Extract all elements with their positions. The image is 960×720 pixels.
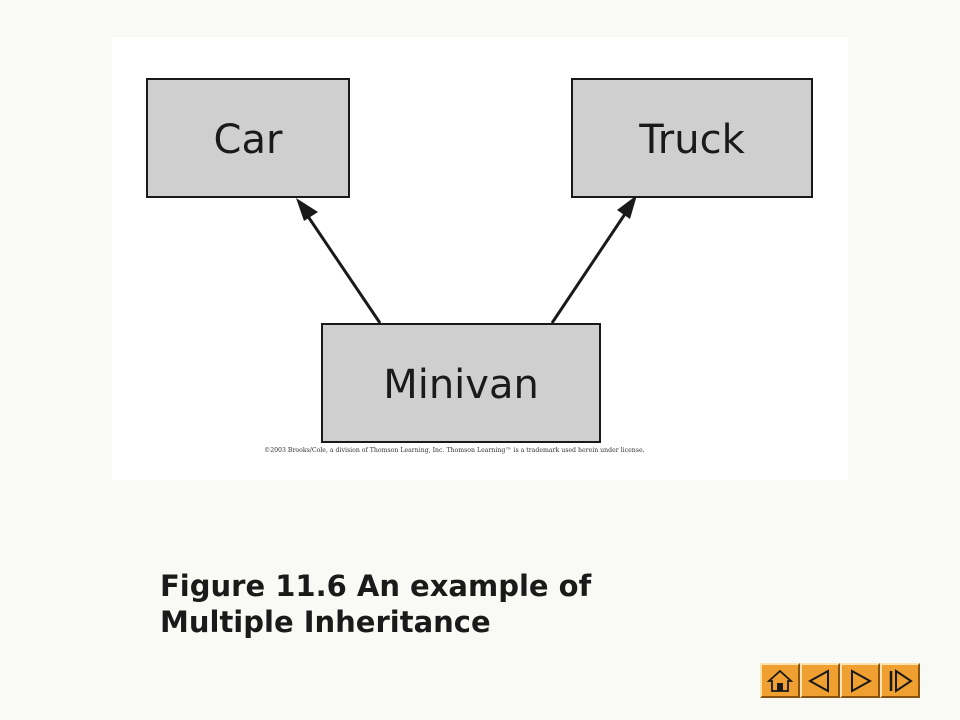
next-slide-button[interactable] bbox=[880, 663, 920, 698]
first-icon bbox=[807, 668, 829, 693]
next-icon bbox=[889, 668, 913, 693]
node-truck: Truck bbox=[571, 78, 813, 198]
node-label-minivan: Minivan bbox=[383, 362, 539, 408]
edge-minivan-car bbox=[301, 208, 382, 324]
caption-line-2: Multiple Inheritance bbox=[160, 605, 491, 639]
previous-icon bbox=[851, 668, 873, 693]
figure-panel: Car Truck Minivan ©2003 Brooks/Cole, a d… bbox=[112, 37, 848, 480]
node-car: Car bbox=[146, 78, 350, 198]
first-slide-button[interactable] bbox=[800, 663, 840, 698]
arrow-head-car bbox=[296, 198, 318, 221]
arrow-head-truck bbox=[617, 195, 637, 219]
copyright-notice: ©2003 Brooks/Cole, a division of Thomson… bbox=[264, 447, 645, 454]
edge-minivan-truck bbox=[550, 204, 633, 324]
home-icon bbox=[766, 669, 794, 692]
node-label-car: Car bbox=[214, 117, 283, 163]
inheritance-diagram: Car Truck Minivan ©2003 Brooks/Cole, a d… bbox=[146, 78, 813, 454]
home-button[interactable] bbox=[760, 663, 800, 698]
figure-caption: Figure 11.6 An example of Multiple Inher… bbox=[160, 568, 780, 640]
slide-navigation bbox=[760, 663, 921, 698]
node-label-truck: Truck bbox=[638, 117, 745, 163]
node-minivan: Minivan bbox=[321, 323, 601, 443]
previous-slide-button[interactable] bbox=[840, 663, 880, 698]
caption-line-1: Figure 11.6 An example of bbox=[160, 569, 592, 603]
